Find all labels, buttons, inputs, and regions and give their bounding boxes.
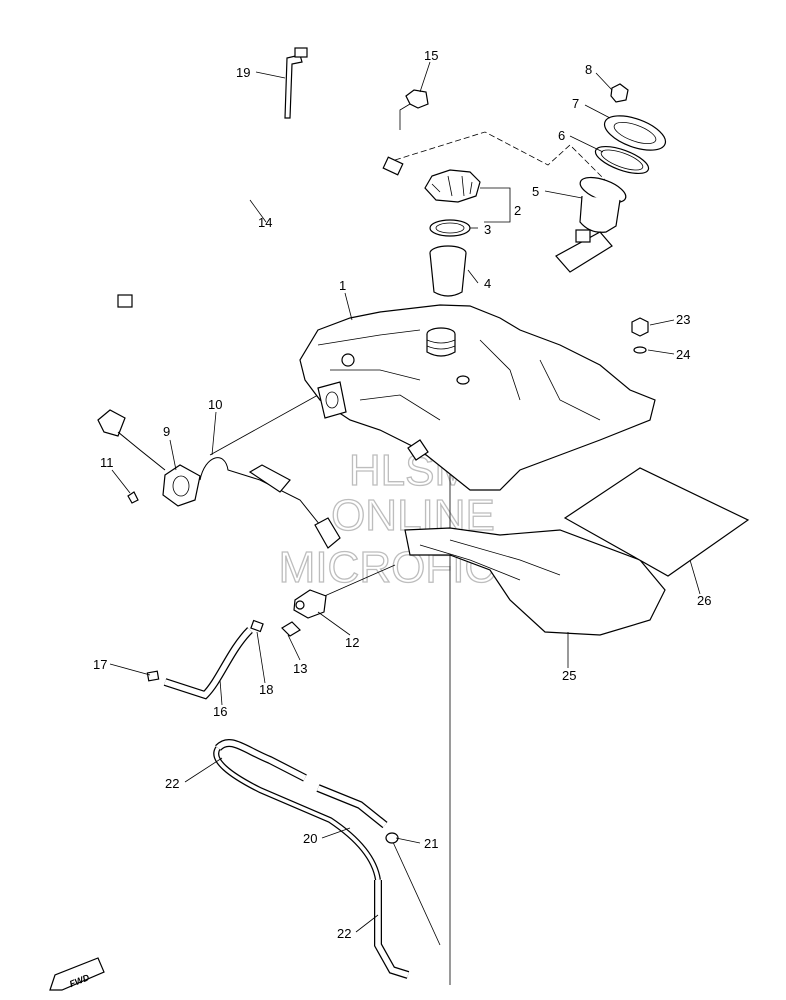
callout-13: 13	[293, 661, 307, 676]
callout-16: 16	[213, 704, 227, 719]
callout-18: 18	[259, 682, 273, 697]
fwd-arrow-icon: FWD	[49, 957, 105, 991]
leader-lines	[109, 61, 701, 933]
callout-15: 15	[424, 48, 438, 63]
callout-24: 24	[676, 347, 690, 362]
callout-25: 25	[562, 668, 576, 683]
callout-22b: 22	[337, 926, 351, 941]
breather-hose-assembly	[213, 739, 410, 979]
callout-8: 8	[585, 62, 592, 77]
fuel-cap-assembly	[424, 169, 481, 297]
callout-14: 14	[258, 215, 272, 230]
fuel-hose-assembly	[146, 619, 264, 700]
callout-11: 11	[100, 455, 114, 470]
callout-4: 4	[484, 276, 491, 291]
callout-9: 9	[163, 424, 170, 439]
callout-12: 12	[345, 635, 359, 650]
fuel-pump-assembly	[555, 83, 667, 273]
callout-7: 7	[572, 96, 579, 111]
callout-10: 10	[208, 397, 222, 412]
callout-labels: 1 2 3 4 5 6 7 8 9 10 11 12 13 14 15 16 1…	[93, 48, 711, 941]
part-15-clamp	[405, 89, 429, 109]
callout-26: 26	[697, 593, 711, 608]
part-25-protector	[404, 527, 666, 636]
parts-23-24	[631, 317, 649, 354]
part-1-fuel-tank	[299, 304, 656, 491]
part-14-hose	[117, 156, 404, 308]
part-19-strap	[284, 47, 308, 119]
fuel-cock-assembly	[281, 589, 327, 637]
callout-5: 5	[532, 184, 539, 199]
callout-19: 19	[236, 65, 250, 80]
callout-23: 23	[676, 312, 690, 327]
part-26-sheet	[563, 467, 750, 577]
callout-6: 6	[558, 128, 565, 143]
callout-2: 2	[514, 203, 521, 218]
callout-20: 20	[303, 831, 317, 846]
callout-22a: 22	[165, 776, 179, 791]
callout-3: 3	[484, 222, 491, 237]
callout-21: 21	[424, 836, 438, 851]
fuel-sender-assembly	[97, 409, 341, 549]
callout-17: 17	[93, 657, 107, 672]
callout-1: 1	[339, 278, 346, 293]
